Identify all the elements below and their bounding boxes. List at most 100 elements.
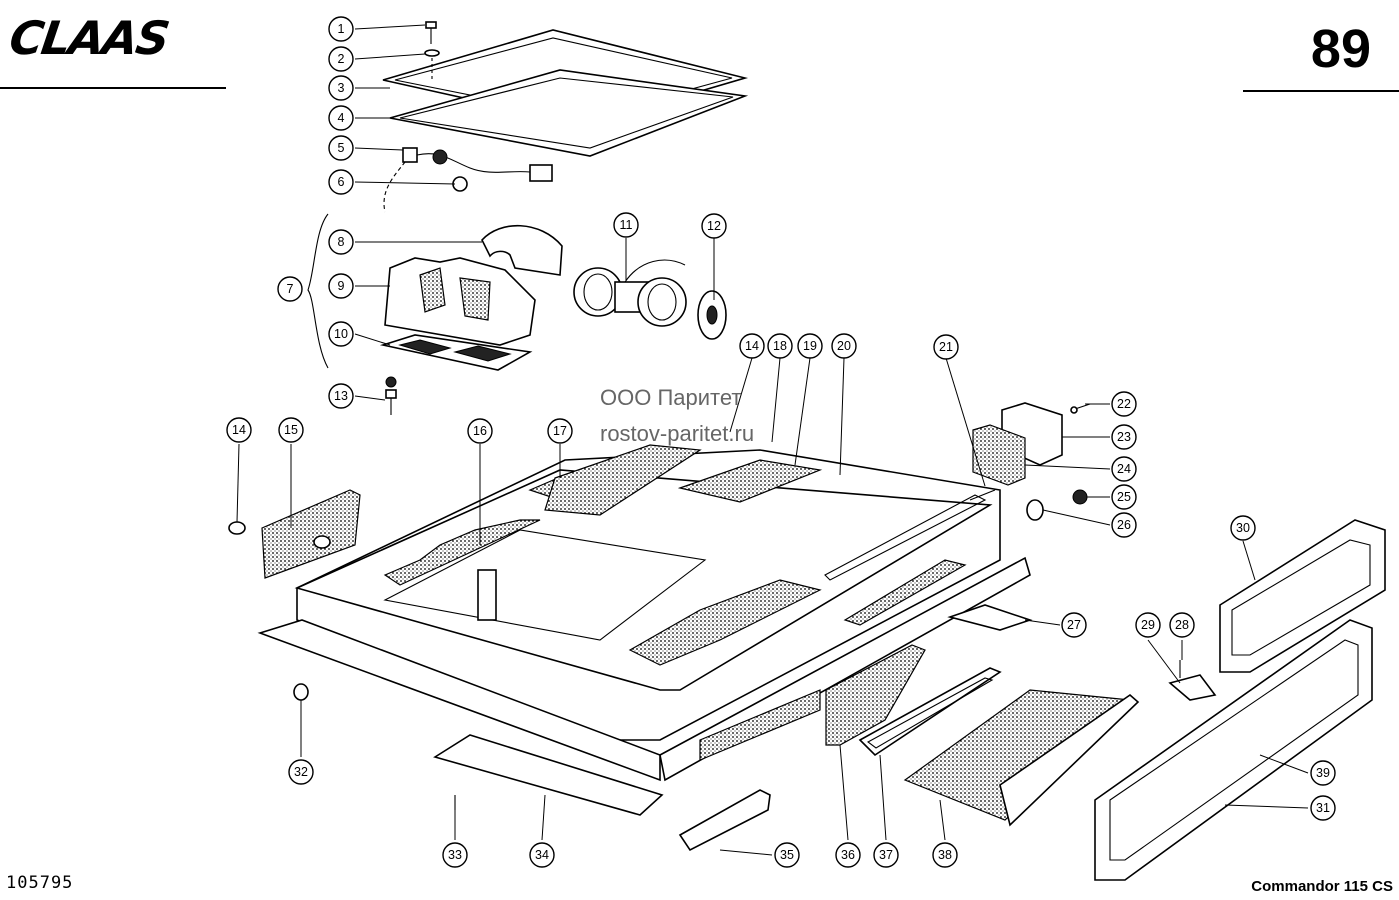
callout-11: 11 (613, 212, 639, 238)
side-panel-15 (261, 489, 361, 579)
svg-text:25: 25 (1117, 490, 1131, 504)
svg-text:7: 7 (287, 282, 294, 296)
svg-text:19: 19 (803, 339, 817, 353)
fan-motor-11 (573, 259, 687, 327)
svg-text:33: 33 (448, 848, 462, 862)
svg-text:21: 21 (939, 340, 953, 354)
callout-1: 1 (328, 16, 354, 42)
svg-text:14: 14 (232, 423, 246, 437)
rail-34 (433, 734, 664, 816)
callout-6: 6 (328, 169, 354, 195)
model-name: Commandor 115 CS (1251, 878, 1393, 895)
svg-text:1: 1 (338, 22, 345, 36)
callout-8: 8 (328, 229, 354, 255)
callout-37: 37 (873, 842, 899, 868)
bracket-29 (1168, 674, 1217, 701)
svg-text:8: 8 (338, 235, 345, 249)
callout-25: 25 (1111, 484, 1137, 510)
bolt-13 (385, 376, 397, 415)
callout-26: 26 (1111, 512, 1137, 538)
svg-text:9: 9 (338, 279, 345, 293)
callout-12: 12 (701, 213, 727, 239)
svg-text:37: 37 (879, 848, 893, 862)
svg-text:29: 29 (1141, 618, 1155, 632)
filter-element-24 (972, 424, 1026, 486)
callout-33: 33 (442, 842, 468, 868)
callout-4: 4 (328, 105, 354, 131)
svg-text:14: 14 (745, 339, 759, 353)
blower-cover-8 (481, 224, 563, 276)
callout-35: 35 (774, 842, 800, 868)
callout-19: 19 (797, 333, 823, 359)
frame-30 (1219, 519, 1386, 673)
frame-39 (1094, 619, 1373, 881)
svg-text:32: 32 (294, 765, 308, 779)
drawing-number: 105795 (6, 873, 74, 893)
air-box-38 (903, 689, 1140, 827)
callout-18: 18 (767, 333, 793, 359)
nut-32 (293, 683, 309, 701)
callout-34: 34 (529, 842, 555, 868)
callout-20: 20 (831, 333, 857, 359)
svg-text:38: 38 (938, 848, 952, 862)
svg-text:15: 15 (284, 423, 298, 437)
svg-text:30: 30 (1236, 521, 1250, 535)
svg-text:31: 31 (1316, 801, 1330, 815)
screw-1 (424, 21, 440, 80)
callout-30: 30 (1230, 515, 1256, 541)
seal-frame-4 (389, 69, 749, 157)
fan-impeller-12 (697, 290, 727, 340)
callout-21: 21 (933, 334, 959, 360)
svg-text:3: 3 (338, 81, 345, 95)
trim-35 (678, 789, 771, 852)
callout-31: 31 (1310, 795, 1336, 821)
callout-39: 39 (1310, 760, 1336, 786)
svg-text:12: 12 (707, 219, 721, 233)
callout-24: 24 (1111, 456, 1137, 482)
callout-14-left: 14 (226, 417, 252, 443)
strip-27 (947, 604, 1033, 631)
svg-text:16: 16 (473, 424, 487, 438)
wiring-harness-5 (383, 147, 553, 213)
svg-text:39: 39 (1316, 766, 1330, 780)
callout-36: 36 (835, 842, 861, 868)
svg-text:2: 2 (338, 52, 345, 66)
watermark-company: ООО Паритет (600, 385, 742, 410)
blower-housing-9 (384, 257, 536, 346)
svg-text:28: 28 (1175, 618, 1189, 632)
svg-text:5: 5 (338, 141, 345, 155)
callout-28: 28 (1169, 612, 1195, 638)
nut-14-left (228, 521, 246, 535)
svg-text:26: 26 (1117, 518, 1131, 532)
svg-text:22: 22 (1117, 397, 1131, 411)
callout-5: 5 (328, 135, 354, 161)
callout-29: 29 (1135, 612, 1161, 638)
callout-3: 3 (328, 75, 354, 101)
watermark-url: rostov-paritet.ru (600, 421, 755, 446)
air-duct-plate-10 (379, 334, 533, 371)
svg-text:18: 18 (773, 339, 787, 353)
callout-14-top: 14 (739, 333, 765, 359)
callout-16: 16 (467, 418, 493, 444)
bearing-25 (1072, 489, 1088, 505)
callout-17: 17 (547, 418, 573, 444)
svg-text:17: 17 (553, 424, 567, 438)
main-housing (257, 444, 1031, 782)
callout-27: 27 (1061, 612, 1087, 638)
callout-23: 23 (1111, 424, 1137, 450)
svg-text:6: 6 (338, 175, 345, 189)
svg-text:27: 27 (1067, 618, 1081, 632)
panel-36 (825, 644, 926, 746)
svg-text:10: 10 (334, 327, 348, 341)
svg-text:34: 34 (535, 848, 549, 862)
callout-22: 22 (1111, 391, 1137, 417)
svg-text:4: 4 (338, 111, 345, 125)
header-rule-left (0, 87, 226, 89)
page-number: 89 (1310, 19, 1371, 79)
cap-26 (1026, 499, 1044, 521)
svg-text:11: 11 (620, 218, 633, 232)
leader-lines (236, 24, 1309, 856)
gasket-37 (858, 667, 1002, 757)
svg-text:23: 23 (1117, 430, 1131, 444)
